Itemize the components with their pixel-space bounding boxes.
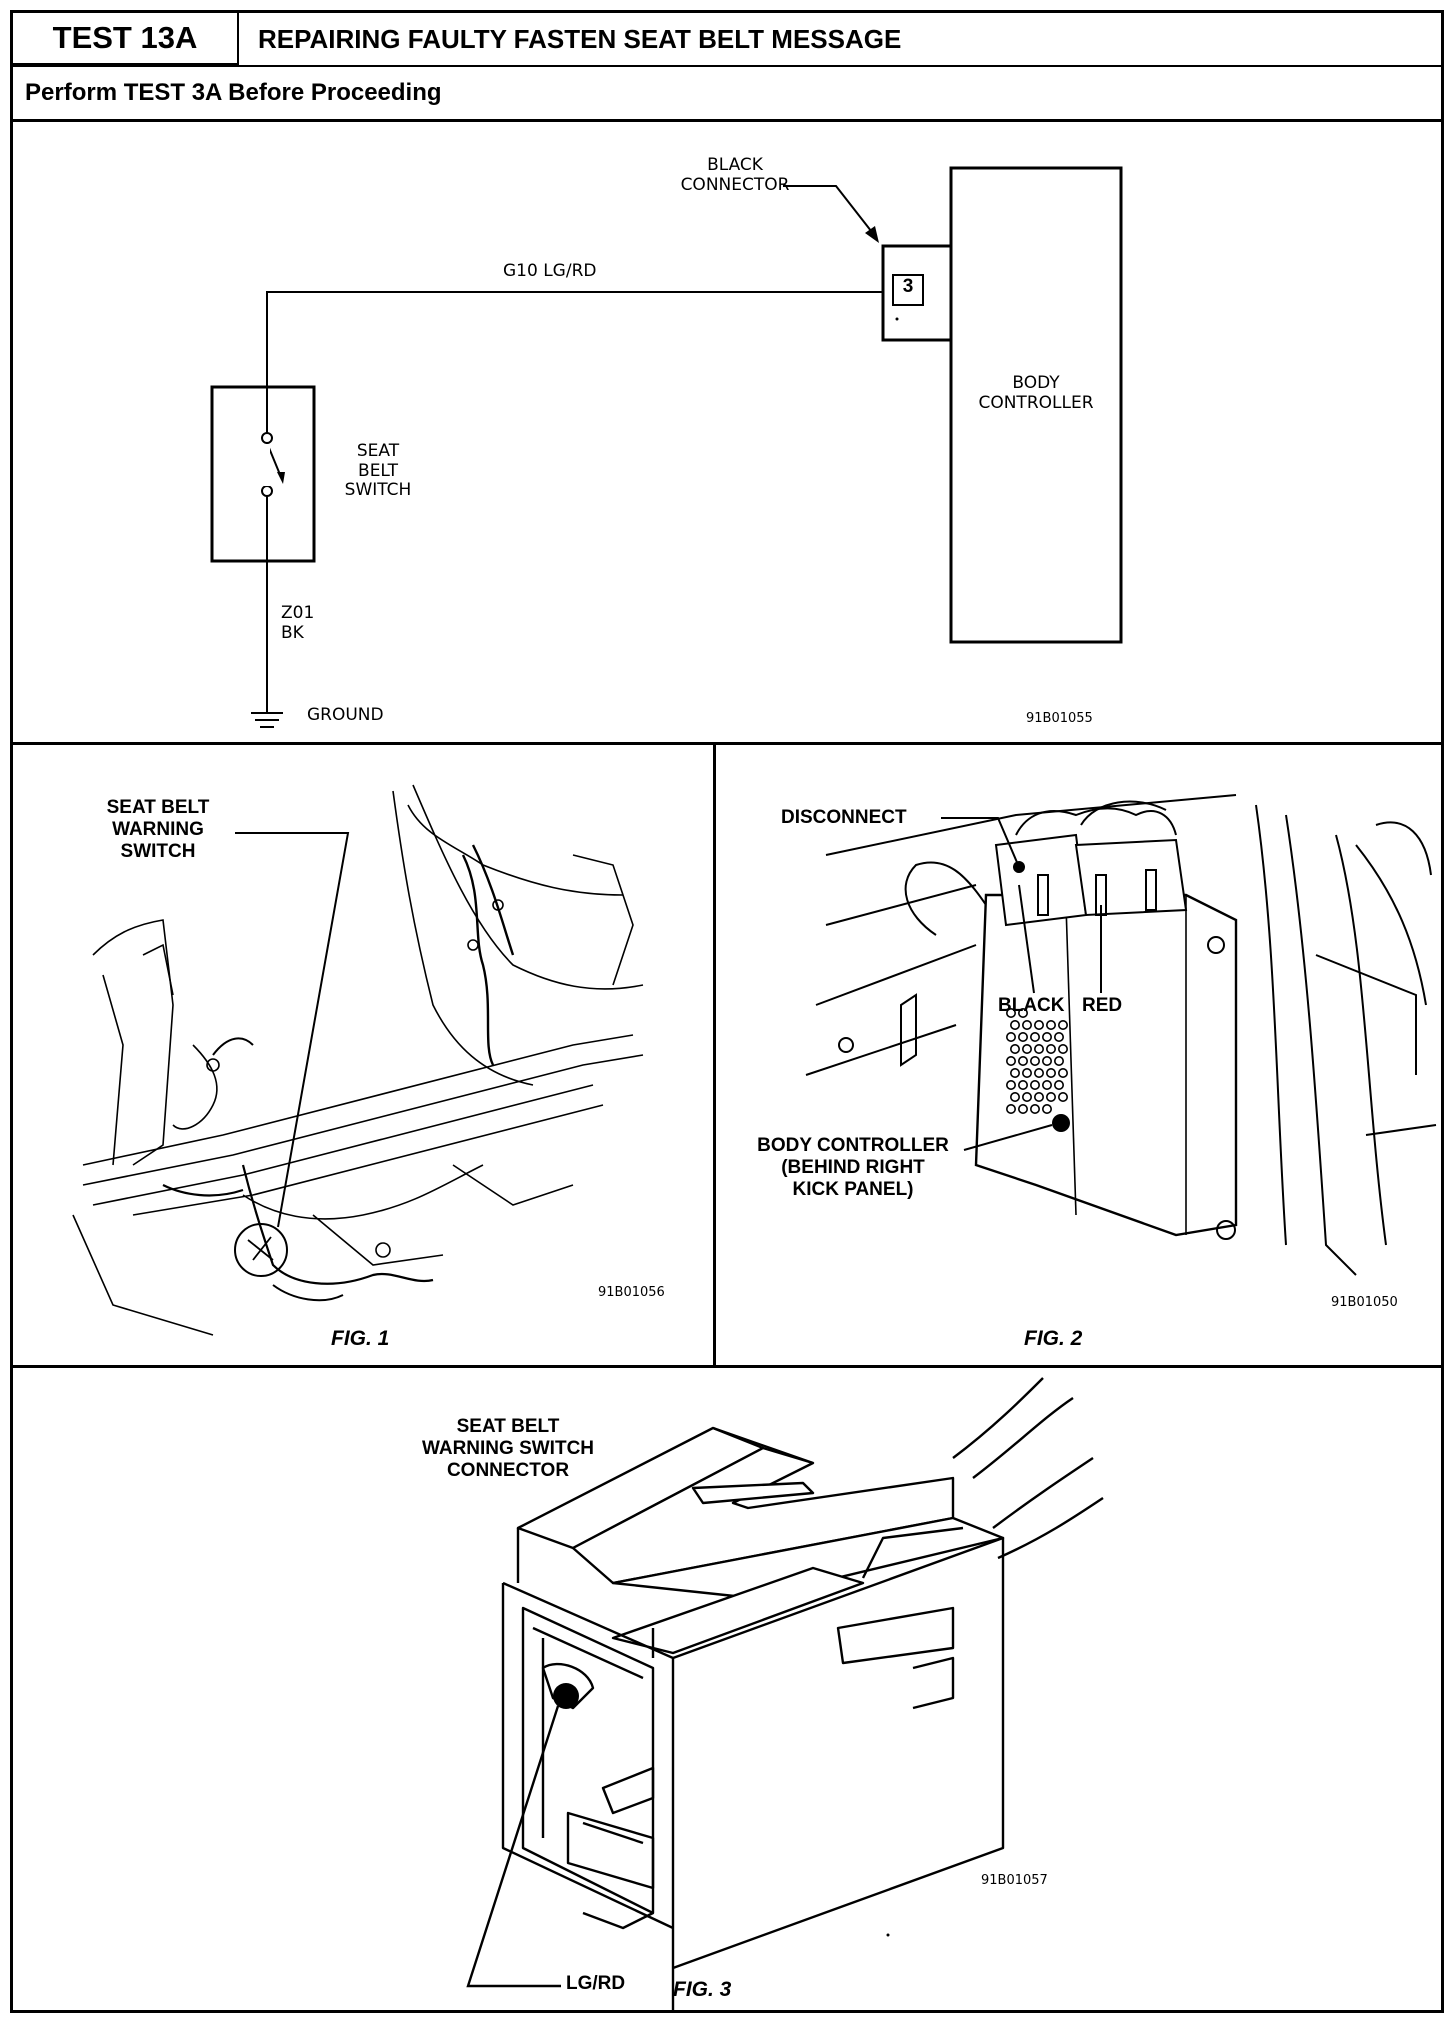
fig3-panel: SEAT BELT WARNING SWITCH CONNECTOR LG/RD… — [13, 1368, 1441, 2013]
vent-hole — [1033, 1043, 1044, 1054]
vent-hole — [1045, 1019, 1056, 1030]
vent-hole — [1041, 1079, 1052, 1090]
page-title: REPAIRING FAULTY FASTEN SEAT BELT MESSAG… — [258, 23, 902, 54]
fig1-panel: SEAT BELT WARNING SWITCH 91B01056 FIG. 1 — [13, 745, 713, 1365]
vent-hole — [1005, 1103, 1016, 1114]
vent-hole — [1045, 1091, 1056, 1102]
vent-hole — [1009, 1043, 1020, 1054]
header-divider — [13, 65, 1441, 67]
fig1-caption: FIG. 1 — [331, 1327, 390, 1350]
vent-hole — [1057, 1019, 1068, 1030]
fig3-callout-seat-belt-warning-switch-connector: SEAT BELT WARNING SWITCH CONNECTOR — [421, 1416, 595, 1481]
fig3-caption: FIG. 3 — [673, 1978, 732, 2001]
vent-hole — [1021, 1067, 1032, 1078]
wiring-schematic-drawing — [210, 166, 1123, 728]
fig2-disconnect-label: DISCONNECT — [781, 807, 907, 828]
vent-hole — [1033, 1067, 1044, 1078]
wiring-schematic-panel: BLACK CONNECTOR G10 LG/RD 3 BODY CONTROL… — [13, 122, 1441, 742]
fig2-vent-holes — [1005, 1007, 1068, 1114]
fig2-body-controller-callout: BODY CONTROLLER (BEHIND RIGHT KICK PANEL… — [757, 1135, 949, 1200]
vent-hole — [1029, 1079, 1040, 1090]
vent-hole — [1005, 1079, 1016, 1090]
vent-hole — [1009, 1091, 1020, 1102]
black-connector-label: BLACK CONNECTOR — [680, 155, 790, 195]
fig-row-divider — [13, 1365, 1441, 1368]
vent-hole — [1045, 1067, 1056, 1078]
page-subtitle: Perform TEST 3A Before Proceeding — [25, 79, 442, 106]
vent-hole — [1029, 1103, 1040, 1114]
pin-number: 3 — [902, 276, 914, 297]
diagram-sheet: TEST 13A REPAIRING FAULTY FASTEN SEAT BE… — [10, 10, 1444, 2013]
fig1-vehicle-illustration — [72, 784, 644, 1336]
ground-label: GROUND — [307, 705, 384, 725]
fig2-controller-illustration — [805, 794, 1437, 1276]
seat-belt-switch-label: SEAT BELT SWITCH — [344, 441, 412, 501]
vent-hole — [1041, 1031, 1052, 1042]
vent-hole — [1053, 1055, 1064, 1066]
vent-hole — [1017, 1079, 1028, 1090]
vent-hole — [1029, 1031, 1040, 1042]
schematic-figure-code: 91B01055 — [1026, 711, 1093, 726]
vent-hole — [1021, 1019, 1032, 1030]
fig3-wire-lgrd-label: LG/RD — [566, 1973, 626, 1994]
vent-hole — [1009, 1019, 1020, 1030]
vent-hole — [1033, 1091, 1044, 1102]
vent-hole — [1021, 1043, 1032, 1054]
fig3-figure-code: 91B01057 — [981, 1873, 1048, 1888]
vent-hole — [1017, 1007, 1028, 1018]
fig2-panel: DISCONNECT BLACK RED BODY CONTROLLER (BE… — [716, 745, 1441, 1365]
vent-hole — [1017, 1055, 1028, 1066]
fig2-figure-code: 91B01050 — [1331, 1295, 1398, 1310]
vent-hole — [1041, 1055, 1052, 1066]
vent-hole — [1021, 1091, 1032, 1102]
vent-hole — [1057, 1091, 1068, 1102]
vent-hole — [1053, 1079, 1064, 1090]
fig2-red-connector-label: RED — [1082, 995, 1123, 1016]
fig1-figure-code: 91B01056 — [598, 1285, 665, 1300]
vent-hole — [1033, 1019, 1044, 1030]
vent-hole — [1005, 1007, 1016, 1018]
vent-hole — [1017, 1031, 1028, 1042]
wire-g10-label: G10 LG/RD — [503, 261, 597, 281]
body-controller-label: BODY CONTROLLER — [978, 373, 1094, 413]
vent-hole — [1057, 1067, 1068, 1078]
fig2-black-connector-label: BLACK — [998, 995, 1065, 1016]
vent-hole — [1029, 1055, 1040, 1066]
fig3-connector-illustration — [466, 1377, 1104, 2013]
ground-wire-label: Z01 BK — [281, 603, 315, 643]
fig1-fig2-divider — [713, 745, 716, 1365]
vent-hole — [1009, 1067, 1020, 1078]
vent-hole — [1045, 1043, 1056, 1054]
vent-hole — [1005, 1031, 1016, 1042]
fig1-callout-seat-belt-warning-switch: SEAT BELT WARNING SWITCH — [106, 797, 210, 862]
vent-hole — [1053, 1031, 1064, 1042]
vent-hole — [1041, 1103, 1052, 1114]
header-bottom-divider — [13, 119, 1441, 122]
vent-hole — [1017, 1103, 1028, 1114]
vent-hole — [1005, 1055, 1016, 1066]
test-number: TEST 13A — [13, 13, 239, 65]
vent-hole — [1057, 1043, 1068, 1054]
schematic-bottom-divider — [13, 742, 1441, 745]
fig2-caption: FIG. 2 — [1024, 1327, 1083, 1350]
